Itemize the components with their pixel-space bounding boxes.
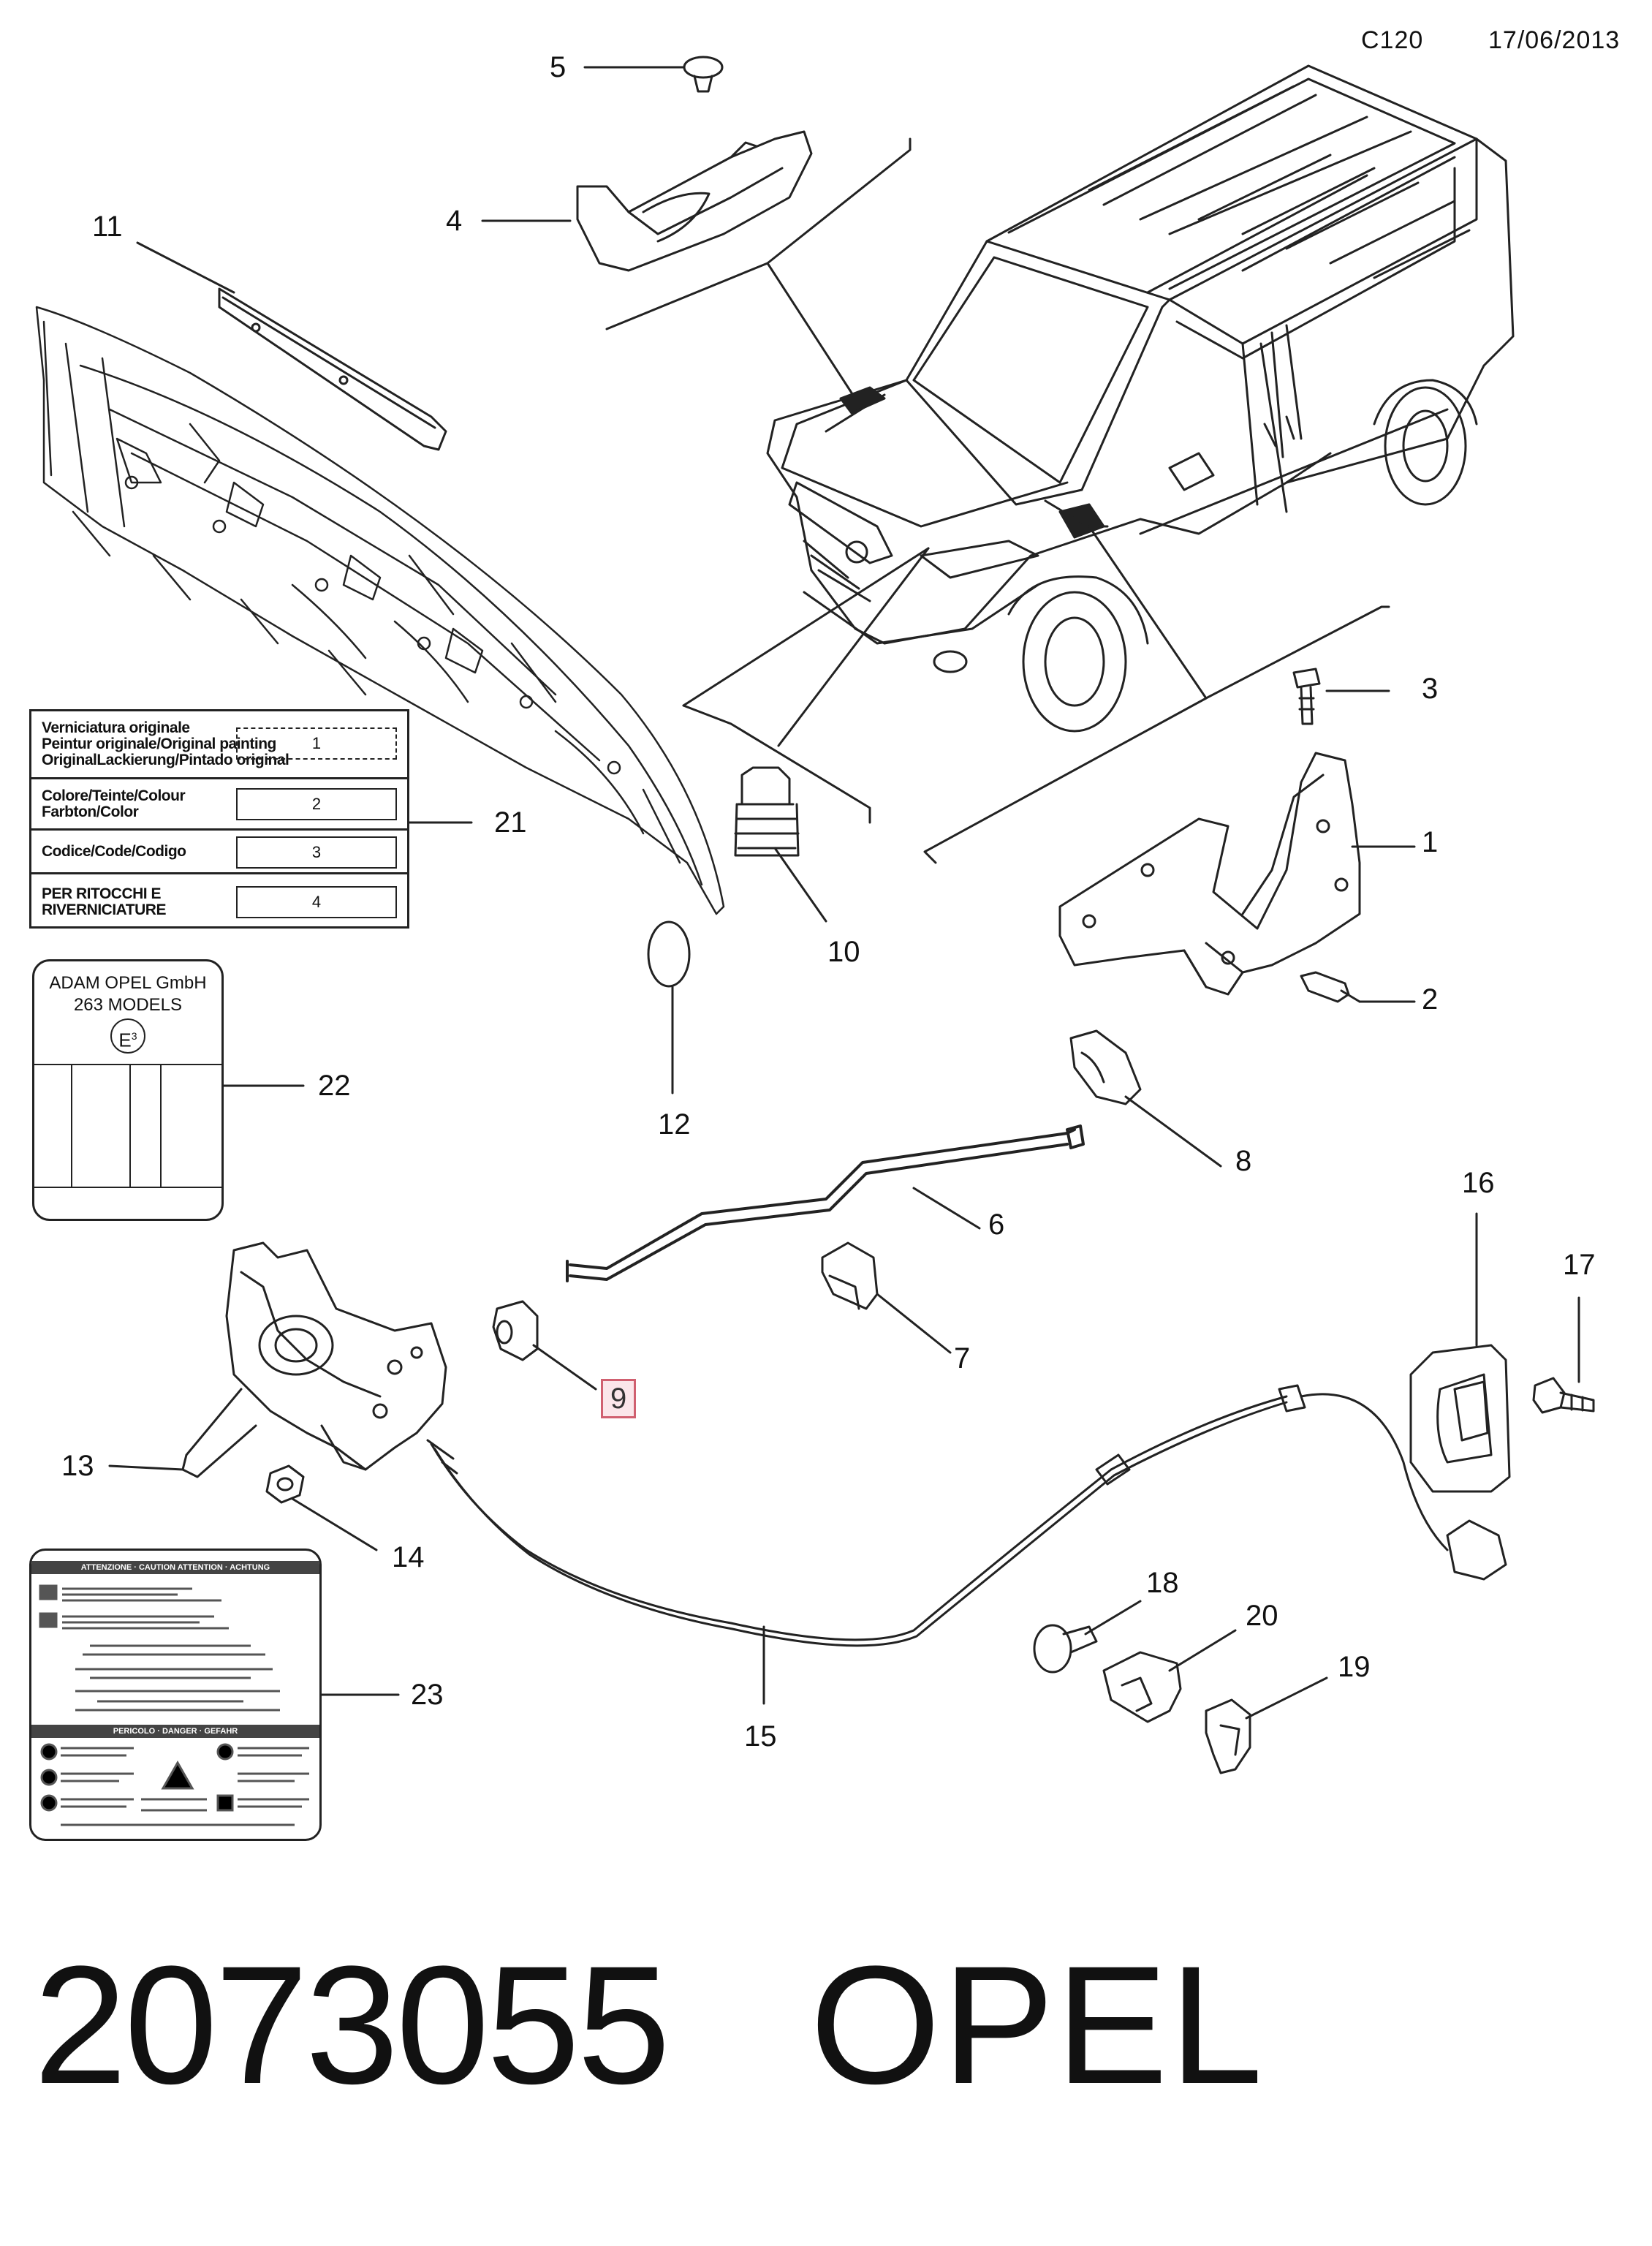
callout-22: 22 xyxy=(318,1070,351,1102)
part-2-bolt xyxy=(1300,971,1361,1003)
callout-23: 23 xyxy=(411,1679,444,1711)
diagram-date: 17/06/2013 xyxy=(1488,26,1621,54)
van-illustration xyxy=(766,64,1515,733)
model-label-grid xyxy=(34,1064,221,1188)
bonnet-illustration xyxy=(35,306,725,915)
paint-row-2: Colore/Teinte/Colour Farbton/Color 2 xyxy=(31,777,407,828)
part-23-warning-label: ATTENZIONE · CAUTION ATTENTION · ACHTUNG… xyxy=(29,1549,322,1841)
paint-row-4-text: PER RITOCCHI E RIVERNICIATURE xyxy=(42,885,166,918)
callout-5: 5 xyxy=(550,51,567,83)
part-16-handle xyxy=(1409,1344,1511,1581)
grid-divider xyxy=(160,1065,162,1187)
paint-row-4: PER RITOCCHI E RIVERNICIATURE 4 xyxy=(31,872,407,929)
part-3-bolt xyxy=(1292,668,1321,725)
paint-row-1: Verniciatura originale Peintur originale… xyxy=(31,711,407,777)
part-5-clip xyxy=(683,56,724,93)
part-14-nut xyxy=(265,1464,305,1504)
callout-2: 2 xyxy=(1422,983,1439,1016)
model-label-models: 263 MODELS xyxy=(73,995,183,1015)
callout-1: 1 xyxy=(1422,826,1439,858)
callout-12: 12 xyxy=(658,1108,691,1141)
van-leader-lines xyxy=(605,137,1390,864)
part-8-clip xyxy=(1069,1029,1142,1105)
callout-18: 18 xyxy=(1146,1567,1179,1599)
paint-row-3-text: Codice/Code/Codigo xyxy=(42,843,186,860)
grid-divider xyxy=(71,1065,72,1187)
paint-row-2-text: Colore/Teinte/Colour Farbton/Color xyxy=(42,787,186,820)
callout-10: 10 xyxy=(827,936,860,968)
callout-6: 6 xyxy=(988,1209,1005,1241)
paint-row-3: Codice/Code/Codigo 3 xyxy=(31,828,407,872)
callout-11: 11 xyxy=(92,211,123,243)
brand-name: OPEL xyxy=(810,1931,1265,2119)
part-15-cable xyxy=(426,1384,1449,1647)
paint-row-4-box: 4 xyxy=(236,886,397,918)
part-21-paint-label: Verniciatura originale Peintur originale… xyxy=(29,709,409,929)
callout-17: 17 xyxy=(1563,1249,1596,1281)
part-17-screw xyxy=(1532,1377,1595,1414)
callout-3: 3 xyxy=(1422,673,1439,705)
callout-21: 21 xyxy=(494,806,527,839)
warning-label-heading: ATTENZIONE · CAUTION ATTENTION · ACHTUNG xyxy=(31,1561,319,1574)
warning-label-danger-heading: PERICOLO · DANGER · GEFAHR xyxy=(31,1725,319,1738)
callout-13: 13 xyxy=(61,1450,94,1482)
model-label-maker: ADAM OPEL GmbH xyxy=(49,973,207,993)
part-20-holder xyxy=(1102,1651,1182,1723)
e-mark-circle: E3 xyxy=(110,1018,145,1054)
callout-14: 14 xyxy=(392,1541,425,1573)
callout-4: 4 xyxy=(446,205,463,237)
part-11-seal xyxy=(218,287,447,451)
part-13-latch xyxy=(181,1241,447,1478)
part-6-rod xyxy=(566,1124,1085,1282)
part-12-plug xyxy=(647,920,691,988)
part-19-retainer xyxy=(1205,1698,1251,1774)
paint-row-1-box: 1 xyxy=(236,727,397,760)
paint-row-2-box: 2 xyxy=(236,788,397,820)
diagram-code: C120 xyxy=(1361,26,1424,54)
callout-15: 15 xyxy=(744,1720,777,1752)
callout-leader-lines xyxy=(108,66,1580,1720)
callout-9-highlighted[interactable]: 9 xyxy=(601,1379,637,1418)
part-7-guide xyxy=(821,1241,879,1310)
paint-row-3-box: 3 xyxy=(236,836,397,869)
grid-divider xyxy=(129,1065,131,1187)
callout-16: 16 xyxy=(1462,1167,1495,1199)
part-4-bracket xyxy=(576,130,813,272)
part-number: 2073055 xyxy=(34,1931,670,2119)
callout-20: 20 xyxy=(1246,1600,1278,1632)
part-18-clip xyxy=(1033,1624,1098,1674)
part-10-buffer xyxy=(734,766,800,857)
callout-8: 8 xyxy=(1235,1145,1252,1177)
part-9-bumper xyxy=(492,1300,539,1361)
e-mark-number: 3 xyxy=(131,1030,137,1042)
part-1-hinge xyxy=(1058,752,1361,996)
e-mark-letter: E xyxy=(118,1029,132,1051)
callout-7: 7 xyxy=(954,1342,971,1375)
callout-19: 19 xyxy=(1338,1651,1371,1683)
paint-row-1-text: Verniciatura originale Peintur originale… xyxy=(42,719,289,768)
warning-label-text-lines xyxy=(39,1584,309,1826)
part-22-model-label: ADAM OPEL GmbH 263 MODELS E3 xyxy=(32,959,224,1221)
